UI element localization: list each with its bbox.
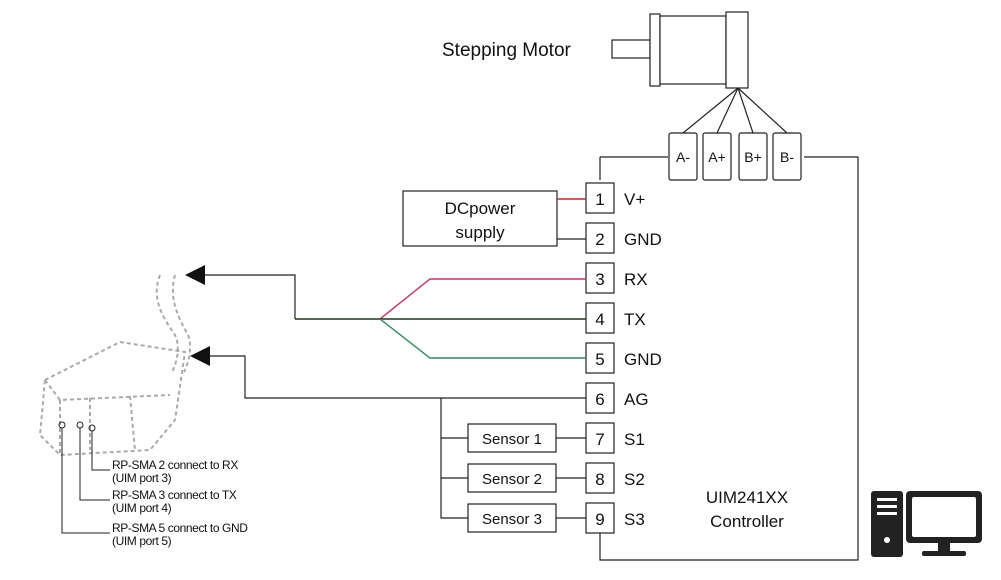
port-7: 7 S1 bbox=[585, 422, 645, 454]
svg-text:GND: GND bbox=[624, 230, 662, 249]
sensor-bus bbox=[440, 398, 468, 519]
note-leaders bbox=[58, 421, 110, 534]
port-4: 4 TX bbox=[585, 302, 646, 334]
svg-text:4: 4 bbox=[595, 310, 604, 329]
svg-text:(UIM port 5): (UIM port 5) bbox=[112, 534, 172, 548]
power-label-line1: DCpower bbox=[445, 199, 516, 218]
svg-text:9: 9 bbox=[595, 510, 604, 529]
serial-link-line bbox=[205, 274, 296, 319]
svg-text:S2: S2 bbox=[624, 470, 645, 489]
sensor-2: Sensor 2 bbox=[467, 463, 557, 493]
svg-text:5: 5 bbox=[595, 350, 604, 369]
motor-terminal-b-minus: B- bbox=[772, 132, 802, 181]
svg-text:(UIM port 4): (UIM port 4) bbox=[112, 501, 172, 515]
svg-text:(UIM port 3): (UIM port 3) bbox=[112, 471, 172, 485]
svg-text:B+: B+ bbox=[744, 149, 762, 165]
svg-text:GND: GND bbox=[624, 350, 662, 369]
ag-link-line bbox=[210, 355, 586, 399]
ag-arrow-icon bbox=[190, 346, 210, 366]
motor-label: Stepping Motor bbox=[442, 40, 572, 61]
svg-text:Sensor 2: Sensor 2 bbox=[482, 471, 542, 488]
svg-text:1: 1 bbox=[595, 190, 604, 209]
sensor-1: Sensor 1 bbox=[467, 423, 557, 453]
serial-arrow-icon bbox=[185, 265, 205, 285]
port-5: 5 GND bbox=[585, 342, 662, 374]
svg-text:A-: A- bbox=[676, 149, 690, 165]
power-label-line2: supply bbox=[455, 223, 505, 242]
controller-box bbox=[599, 156, 859, 561]
motor-terminal-b-plus: B+ bbox=[738, 132, 768, 181]
stepping-motor bbox=[611, 11, 749, 89]
svg-text:6: 6 bbox=[595, 390, 604, 409]
motor-terminal-a-minus: A- bbox=[668, 132, 698, 181]
motor-wires bbox=[682, 87, 788, 134]
monitor-icon bbox=[906, 491, 982, 556]
svg-text:RP-SMA 2 connect to RX: RP-SMA 2 connect to RX bbox=[112, 458, 238, 472]
svg-text:RP-SMA 3 connect to TX: RP-SMA 3 connect to TX bbox=[112, 488, 237, 502]
note-rp-sma-3: RP-SMA 3 connect to TX (UIM port 4) bbox=[112, 488, 237, 515]
note-rp-sma-5: RP-SMA 5 connect to GND (UIM port 5) bbox=[112, 521, 249, 548]
svg-text:2: 2 bbox=[595, 230, 604, 249]
svg-text:AG: AG bbox=[624, 390, 649, 409]
svg-text:S1: S1 bbox=[624, 430, 645, 449]
port-6: 6 AG bbox=[585, 382, 649, 414]
svg-text:RP-SMA 5 connect to GND: RP-SMA 5 connect to GND bbox=[112, 521, 248, 535]
svg-text:S3: S3 bbox=[624, 510, 645, 529]
svg-text:V+: V+ bbox=[624, 190, 645, 209]
wire-rx bbox=[379, 278, 586, 320]
svg-text:7: 7 bbox=[595, 430, 604, 449]
svg-text:8: 8 bbox=[595, 470, 604, 489]
port-8: 8 S2 bbox=[585, 462, 645, 494]
serial-adapter-sketch bbox=[38, 274, 192, 457]
port-2: 2 GND bbox=[585, 222, 662, 254]
controller-ports: 1 V+ 2 GND 3 RX 4 TX 5 GND 6 AG 7 S1 8 S… bbox=[585, 182, 662, 534]
svg-text:Sensor 3: Sensor 3 bbox=[482, 511, 542, 528]
svg-text:TX: TX bbox=[624, 310, 646, 329]
controller-name: UIM241XX bbox=[706, 488, 788, 507]
dc-power-supply bbox=[402, 190, 558, 247]
wire-gnd bbox=[379, 318, 586, 359]
port-9: 9 S3 bbox=[585, 502, 645, 534]
note-rp-sma-2: RP-SMA 2 connect to RX (UIM port 3) bbox=[112, 458, 239, 485]
sensor-3: Sensor 3 bbox=[467, 503, 557, 533]
svg-text:RX: RX bbox=[624, 270, 648, 289]
svg-text:3: 3 bbox=[595, 270, 604, 289]
svg-text:A+: A+ bbox=[708, 149, 726, 165]
svg-text:B-: B- bbox=[780, 149, 794, 165]
controller-subtitle: Controller bbox=[710, 512, 784, 531]
computer-tower-icon bbox=[871, 491, 903, 557]
port-3: 3 RX bbox=[585, 262, 648, 294]
svg-text:Sensor 1: Sensor 1 bbox=[482, 431, 542, 448]
port-1: 1 V+ bbox=[585, 182, 645, 214]
motor-terminal-a-plus: A+ bbox=[702, 132, 732, 181]
